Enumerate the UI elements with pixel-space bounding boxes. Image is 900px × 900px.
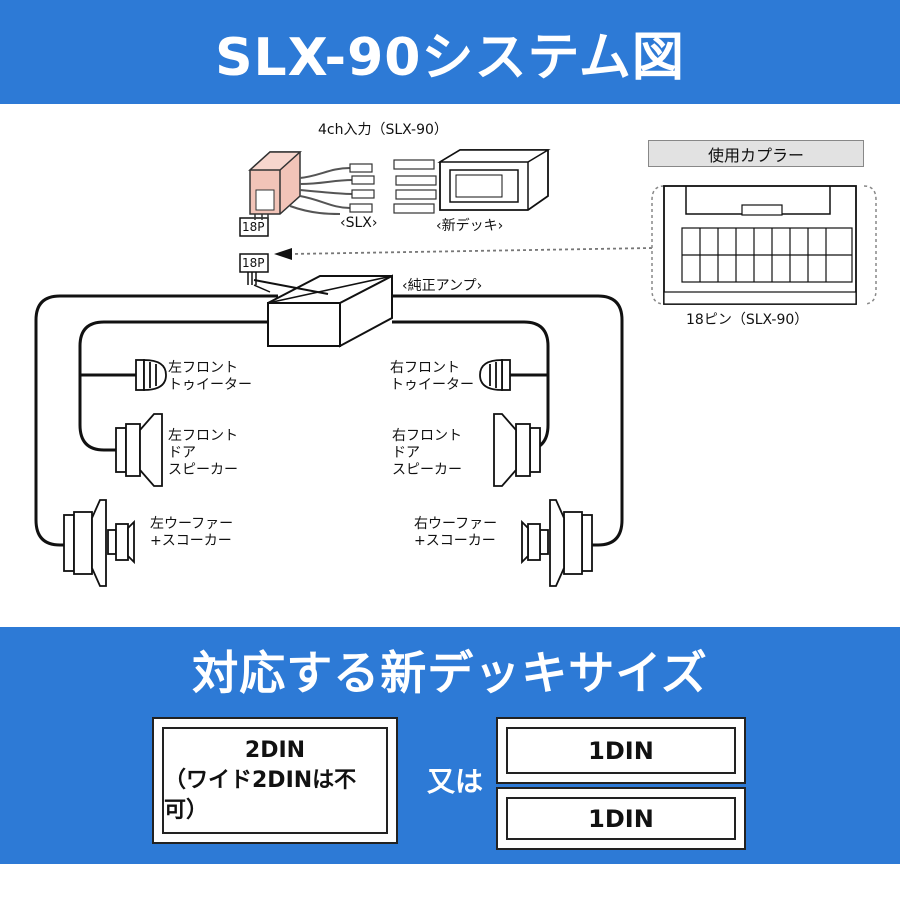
right-door-label: 右フロントドアスピーカー	[392, 428, 462, 478]
coupler-pin-label: 18ピン（SLX-90）	[686, 312, 809, 328]
right-woofer	[521, 499, 593, 587]
right-door-speaker	[493, 413, 541, 487]
left-woofer-label: 左ウーファー+スコーカー	[150, 516, 234, 549]
slx-label: ‹SLX›	[340, 215, 378, 231]
deck-label: ‹新デッキ›	[436, 218, 504, 234]
din1-bottom-box: 1DIN	[496, 787, 746, 850]
din1-top-box: 1DIN	[496, 717, 746, 784]
slx-unit	[248, 151, 375, 220]
connector-18p-top	[239, 217, 269, 237]
din2-box: 2DIN （ワイド2DINは不可）	[152, 717, 398, 844]
coupler-header: 使用カプラー	[648, 140, 864, 167]
left-woofer	[63, 499, 135, 587]
connector-18p-bottom	[239, 253, 271, 293]
rca-plugs	[393, 159, 437, 214]
new-deck	[437, 149, 551, 211]
input-label: 4ch入力（SLX-90）	[318, 122, 448, 138]
connector-18p-bottom-label: 18P	[242, 256, 265, 270]
coupler-arrow	[274, 247, 653, 260]
system-diagram	[34, 149, 877, 587]
amp-label: ‹純正アンプ›	[402, 278, 483, 294]
or-text: 又は	[426, 765, 483, 798]
right-woofer-label: 右ウーファー+スコーカー	[414, 516, 498, 549]
din1-bottom-label: 1DIN	[506, 797, 736, 840]
coupler-18pin	[651, 185, 877, 305]
factory-amp	[253, 274, 393, 348]
din2-label: 2DIN	[244, 737, 306, 763]
deck-size-title: 対応する新デッキサイズ	[192, 646, 708, 700]
deck-size-panel: 対応する新デッキサイズ	[0, 627, 900, 864]
din1-top-label: 1DIN	[506, 727, 736, 774]
connector-18p-top-label: 18P	[242, 220, 265, 234]
left-tweeter-label: 左フロントトゥイーター	[168, 360, 252, 393]
left-door-speaker	[115, 413, 163, 487]
page-title: SLX-90システム図	[0, 0, 900, 104]
din2-note: （ワイド2DINは不可）	[164, 767, 357, 823]
right-tweeter-label: 右フロントトゥイーター	[390, 360, 474, 393]
speaker-wiring	[34, 294, 624, 547]
right-tweeter	[479, 359, 511, 391]
left-tweeter	[135, 359, 167, 391]
left-door-label: 左フロントドアスピーカー	[168, 428, 238, 478]
